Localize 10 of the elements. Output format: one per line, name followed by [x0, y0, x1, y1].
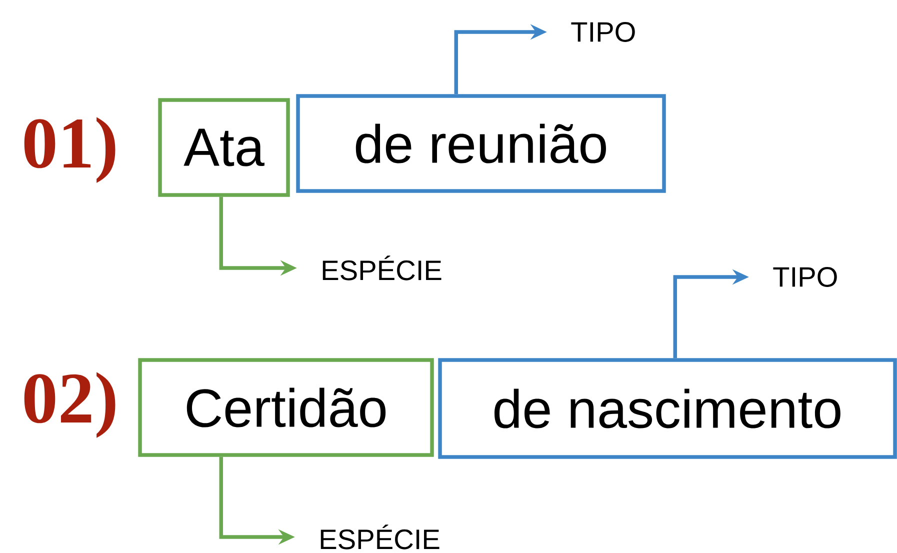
word-box: de reunião: [296, 94, 666, 193]
term-label: TIPO: [571, 22, 635, 42]
word-box: de nascimento: [438, 358, 897, 459]
word-box: Ata: [158, 98, 290, 197]
word-box: Certidão: [138, 358, 434, 457]
item-number: 01): [24, 117, 116, 183]
term-label: ESPÉCIE: [320, 524, 440, 550]
term-label: ESPÉCIE: [322, 256, 442, 280]
term-label: TIPO: [773, 267, 837, 287]
item-number: 02): [24, 372, 116, 438]
